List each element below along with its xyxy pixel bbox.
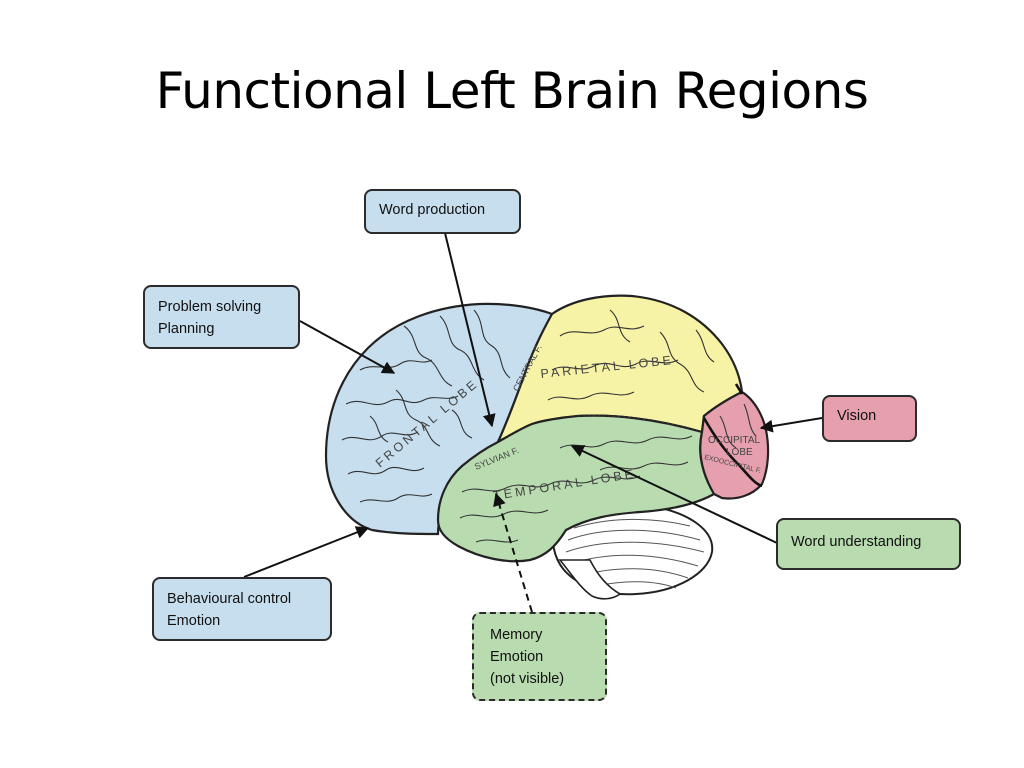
callout-line: Word understanding xyxy=(791,534,922,550)
arrow-word-production xyxy=(444,232,496,428)
behavioural-control-callout: Behavioural control Emotion xyxy=(152,577,332,641)
slide-title: Functional Left Brain Regions xyxy=(155,62,869,120)
memory-callout: Memory Emotion (not visible) xyxy=(472,612,607,701)
arrow-memory xyxy=(493,492,533,613)
callout-line: Emotion xyxy=(167,613,221,629)
callout-line: Memory xyxy=(490,627,543,643)
arrow-behavioural xyxy=(243,526,370,578)
word-understanding-callout: Word understanding xyxy=(776,518,961,570)
arrow-problem-solving xyxy=(299,320,396,374)
vision-callout: Vision xyxy=(822,395,917,442)
brainstem xyxy=(558,559,622,600)
arrow-word-understanding xyxy=(570,445,778,544)
callout-line: Emotion xyxy=(490,649,544,665)
occipital-lobe-label-2: LOBE xyxy=(726,447,753,458)
occipital-lobe-label-1: OCCIPITAL xyxy=(708,435,760,446)
callout-line: Planning xyxy=(158,321,215,337)
callout-line: Behavioural control xyxy=(167,591,292,607)
problem-solving-callout: Problem solving Planning xyxy=(143,285,300,349)
word-production-callout: Word production xyxy=(364,189,521,234)
callout-line: Vision xyxy=(837,408,877,424)
arrows xyxy=(243,232,823,613)
callout-line: Problem solving xyxy=(158,299,262,315)
callout-line: (not visible) xyxy=(490,671,565,687)
arrow-vision xyxy=(759,417,823,433)
callout-line: Word production xyxy=(379,202,486,218)
temporal-lobe xyxy=(436,414,716,563)
